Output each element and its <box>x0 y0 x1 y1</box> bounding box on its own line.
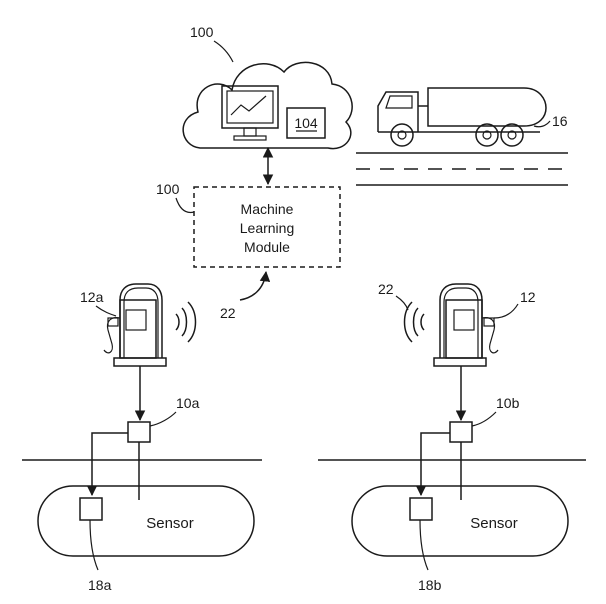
truck-ref-label: 16 <box>552 113 568 129</box>
tank-left-label: Sensor <box>146 515 194 532</box>
tank-sensor-18a <box>79 497 103 521</box>
module-line-2: Learning <box>240 220 295 236</box>
truck-icon <box>377 87 547 147</box>
module-line-3: Module <box>244 239 290 255</box>
tank-left <box>37 485 255 557</box>
cloud-ref-label: 100 <box>190 24 214 40</box>
module-ref-label: 100 <box>156 181 180 197</box>
fuel-pump-right-icon <box>433 283 499 367</box>
module-line-1: Machine <box>241 201 294 217</box>
tank-right <box>351 485 569 557</box>
sensor-10b-box <box>449 421 473 443</box>
pump-left-ref-label: 12a <box>80 289 104 305</box>
server-ref-label: 104 <box>294 115 318 131</box>
tank-right-label: Sensor <box>470 515 518 532</box>
signal-arrow <box>239 270 271 301</box>
signal-left-ref-label: 22 <box>220 305 236 321</box>
tank-sensor-18b <box>409 497 433 521</box>
fuel-pump-left-icon <box>103 283 167 367</box>
sensor-left-ref-label: 10a <box>176 395 200 411</box>
ml-module-box <box>193 186 341 268</box>
road <box>356 152 568 186</box>
wireless-waves-left-icon <box>175 301 197 343</box>
server-box: 104 <box>286 107 326 139</box>
monitor-icon <box>221 85 279 141</box>
signal-right-ref-label: 22 <box>378 281 394 297</box>
sensor-10a-box <box>127 421 151 443</box>
wireless-waves-right-icon <box>403 301 425 343</box>
cloud-icon <box>182 61 353 150</box>
pump-right-ref-label: 12 <box>520 289 536 305</box>
tank-sensor-right-ref-label: 18b <box>418 577 442 593</box>
wire-left-to-tank-sensor <box>86 432 128 497</box>
tank-sensor-left-ref-label: 18a <box>88 577 112 593</box>
wire-right-to-tank-sensor <box>415 432 450 497</box>
sensor-right-ref-label: 10b <box>496 395 520 411</box>
